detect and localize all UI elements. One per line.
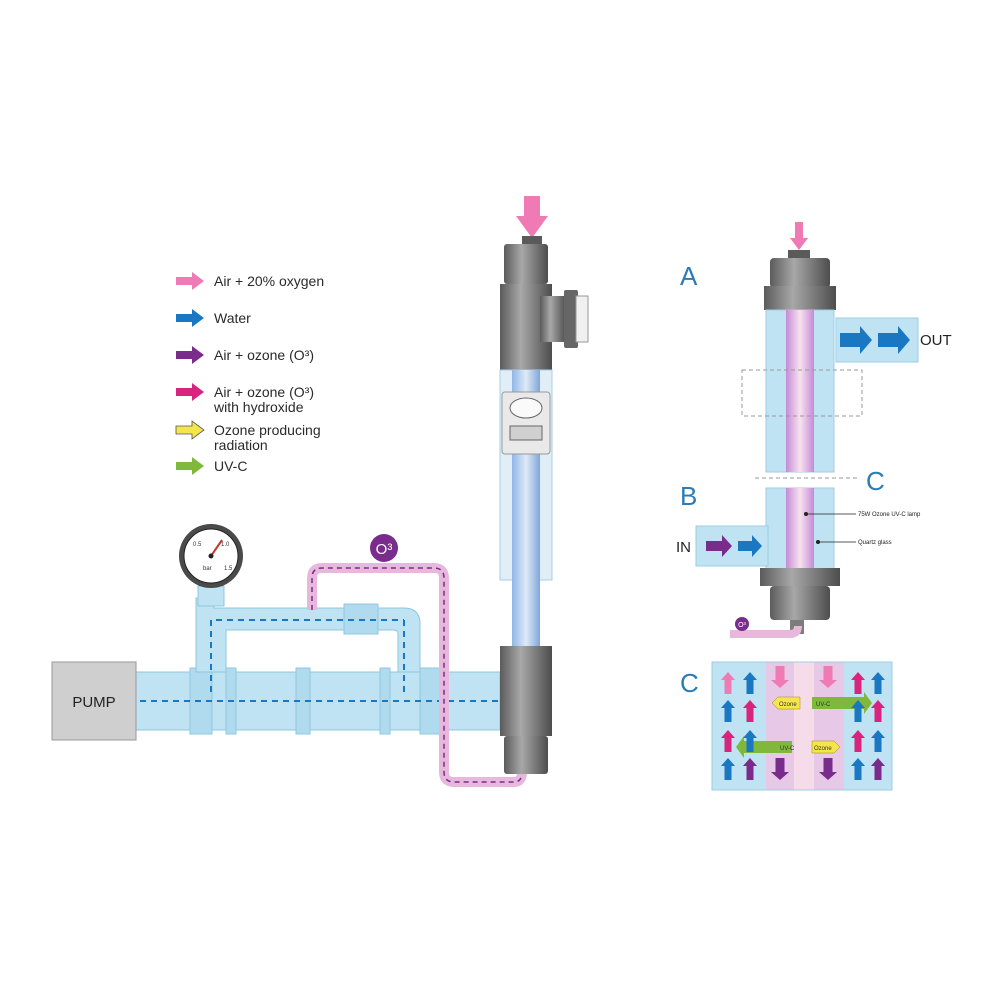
air-inlet-arrow-icon — [516, 196, 548, 238]
zoom-ozone-right: Ozone — [814, 746, 832, 752]
water-flow-lines — [140, 619, 523, 704]
detail-dashed-box — [741, 369, 863, 417]
legend-label-5: UV-C — [214, 458, 247, 474]
pressure-gauge: 0.5 1.0 1.5 bar — [179, 524, 243, 588]
legend-label-4-line2: radiation — [214, 437, 268, 453]
gauge-unit: bar — [203, 566, 212, 572]
detail-air-arrow-icon — [790, 222, 808, 250]
legend-label-1: Water — [214, 310, 251, 326]
outlet-nut — [564, 290, 578, 348]
magenta-arrow-icon — [176, 383, 204, 401]
zoom-arrow-left-0 — [721, 672, 735, 694]
legend-label-4: Ozone producing — [214, 422, 321, 438]
zoom-arrow-left-4 — [721, 730, 735, 752]
bottom-housing — [500, 646, 552, 736]
detail-bottom-cap — [770, 586, 830, 620]
ozone-tube — [307, 563, 527, 787]
small-ozone-badge — [735, 617, 749, 631]
gauge-tick-0: 0.5 — [193, 542, 202, 548]
label-c-top: C — [866, 466, 885, 496]
legend-label-0: Air + 20% oxygen — [214, 273, 324, 289]
in-arrow-water — [738, 535, 762, 557]
pump-box — [51, 661, 137, 741]
zoom-arrow-down-0 — [771, 666, 789, 688]
glass-label: Quartz glass — [858, 540, 892, 546]
zoom-radiation-tags: Ozone UV-C UV-C Ozone — [736, 692, 872, 758]
gauge-stem — [197, 585, 225, 607]
ozone-badge — [370, 534, 398, 562]
out-arrow-1 — [840, 326, 872, 354]
zoom-arrow-left-1 — [743, 672, 757, 694]
zoom-arrow-right-1 — [871, 672, 885, 694]
detail-core-b — [786, 488, 814, 572]
outlet-cap — [575, 295, 589, 343]
out-label: OUT — [920, 332, 952, 349]
legend-label-2: Air + ozone (O³) — [214, 347, 314, 363]
zoom-arrow-right-7 — [871, 758, 885, 780]
zoom-view: C Ozone UV-C UV-C Ozone — [680, 661, 893, 791]
outlet-port — [540, 296, 566, 342]
zoom-arrow-left-5 — [743, 730, 757, 752]
legend-label-3-line2: with hydroxide — [213, 399, 304, 415]
bottom-cap — [504, 736, 548, 774]
zoom-arrow-right-5 — [871, 730, 885, 752]
detail-core-a — [786, 310, 814, 472]
zoom-water-right — [844, 662, 892, 790]
label-b: B — [680, 481, 697, 511]
zoom-arrow-right-3 — [871, 700, 885, 722]
out-arrow-2 — [878, 326, 910, 354]
zoom-ozone-left: Ozone — [779, 702, 797, 708]
zoom-arrow-down-1 — [819, 666, 837, 688]
lamp-label: 75W Ozone UV-C lamp — [858, 512, 921, 518]
pink-arrow-icon — [176, 272, 204, 290]
zoom-arrow-left-2 — [721, 700, 735, 722]
small-ozone-tube — [730, 625, 802, 638]
top-cap — [504, 244, 548, 284]
zoom-arrow-left-7 — [743, 758, 757, 780]
gauge-tick-2: 1.5 — [224, 566, 233, 572]
zoom-water-left — [712, 662, 766, 790]
zoom-uvc-left: UV-C — [780, 746, 795, 752]
yellow-arrow-icon — [175, 420, 205, 440]
ozone-badge-label: O³ — [376, 541, 393, 558]
zoom-arrow-left-3 — [743, 700, 757, 722]
zoom-lamp — [794, 662, 814, 790]
pump-label: PUMP — [72, 694, 115, 711]
display-screen — [509, 425, 543, 441]
blue-arrow-icon — [176, 309, 204, 327]
zoom-flow-arrows — [721, 666, 885, 780]
legend-label-3: Air + ozone (O³) — [214, 384, 314, 400]
gauge-tick-1: 1.0 — [221, 542, 230, 548]
green-arrow-icon — [176, 457, 204, 475]
zoom-arrow-down-2 — [771, 758, 789, 780]
small-ozone-badge-label: O³ — [738, 622, 746, 629]
zoom-arrow-down-3 — [819, 758, 837, 780]
zoom-arrow-left-6 — [721, 758, 735, 780]
zoom-arrow-right-6 — [851, 758, 865, 780]
label-a: A — [680, 261, 698, 291]
purple-arrow-icon — [176, 346, 204, 364]
in-label: IN — [676, 539, 691, 556]
label-c-bottom: C — [680, 668, 699, 698]
detail-top-cap — [770, 258, 830, 288]
pump-system: 0.5 1.0 1.5 bar PUMP O³ — [51, 524, 531, 787]
detail-view: A OUT C B IN 75W Ozone UV-C lamp Quartz … — [676, 222, 952, 638]
zoom-arrow-right-2 — [851, 700, 865, 722]
zoom-arrow-right-4 — [851, 730, 865, 752]
uv-unit — [499, 196, 589, 774]
zoom-arrow-right-0 — [851, 672, 865, 694]
in-arrow-ozone — [706, 535, 732, 557]
zoom-uvc-right: UV-C — [816, 702, 831, 708]
